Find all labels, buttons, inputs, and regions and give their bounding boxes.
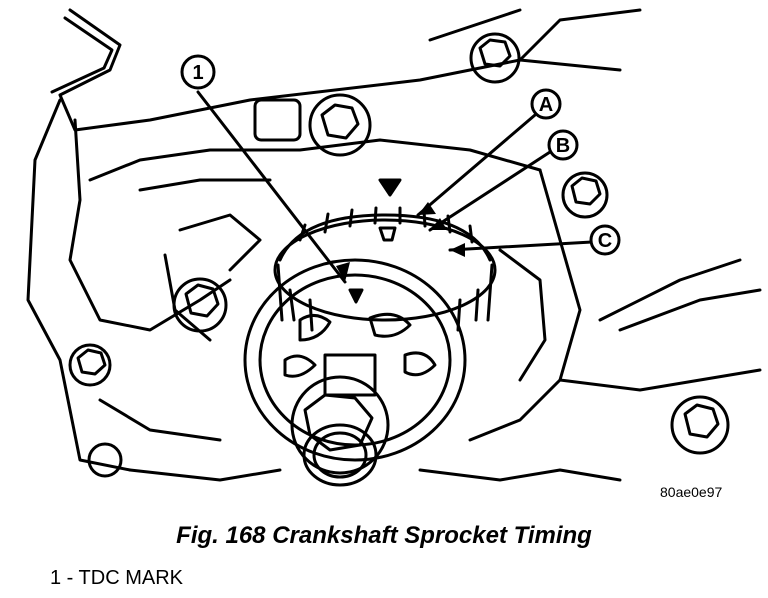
callout-leader-b — [428, 150, 552, 232]
callout-c: C — [589, 224, 621, 256]
crankshaft-sprocket-illustration: 1 A B C — [26, 8, 762, 487]
svg-text:A: A — [539, 94, 553, 116]
callout-1: 1 — [180, 54, 216, 90]
svg-text:B: B — [556, 135, 570, 157]
bolt-left — [172, 277, 228, 333]
crankshaft-bolt — [290, 353, 390, 487]
svg-text:C: C — [598, 230, 612, 252]
callout-leader-a — [416, 113, 537, 217]
callout-leader-1 — [196, 90, 350, 284]
callout-a: A — [530, 88, 562, 120]
bolt-lower-left — [87, 442, 123, 478]
engine-block-outline — [26, 8, 762, 482]
callout-b: B — [547, 129, 579, 161]
bolt-upper-left — [253, 93, 372, 157]
legend-item: 1 - TDC MARK — [50, 567, 183, 589]
bolt-far-left — [68, 343, 112, 387]
bolt-top — [469, 32, 521, 84]
image-id-label: 80ae0e97 — [660, 484, 723, 500]
svg-text:1: 1 — [192, 62, 203, 84]
callout-leader-c — [448, 240, 594, 257]
bolt-lower-right — [670, 395, 730, 455]
figure-caption: Fig. 168 Crankshaft Sprocket Timing — [176, 522, 592, 549]
bolt-right — [561, 171, 609, 219]
crankshaft-sprocket — [243, 178, 497, 462]
